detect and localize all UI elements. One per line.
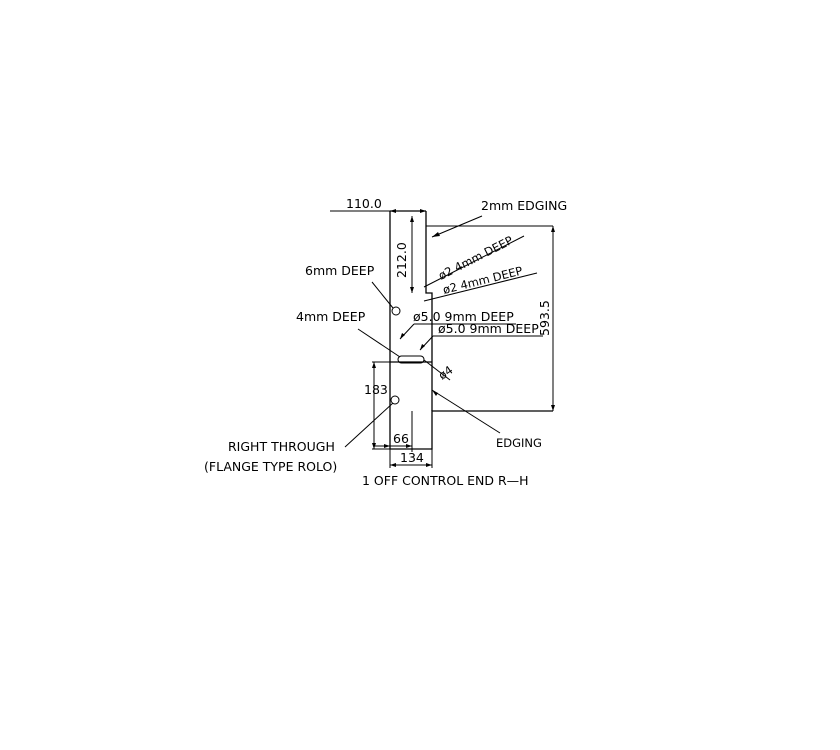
- hole-callout-4: ø5.0 9mm DEEP: [419, 321, 543, 351]
- dim-134-label: 134: [400, 450, 424, 465]
- dim-593-label: 593.5: [537, 300, 552, 336]
- hole3-label: ø5.0 9mm DEEP: [413, 309, 514, 324]
- phi4-label: ø4: [436, 363, 456, 383]
- dim-66: 66: [373, 411, 413, 452]
- four-deep-label: 4mm DEEP: [296, 309, 366, 324]
- dim-110-label: 110.0: [346, 196, 382, 211]
- dim-593: 593.5: [537, 226, 555, 411]
- edging-callout: EDGING: [431, 389, 542, 450]
- dim-110: 110.0: [330, 196, 426, 213]
- dim-212-label: 212.0: [394, 242, 409, 278]
- lower-hole: [390, 395, 400, 405]
- phi4-callout: ø4: [423, 359, 456, 383]
- dim-134: 134: [389, 449, 433, 468]
- edging-2mm-label: 2mm EDGING: [481, 198, 567, 213]
- six-deep-callout: 6mm DEEP: [305, 263, 401, 316]
- flange-label: (FLANGE TYPE ROLO): [204, 459, 337, 474]
- hole4-label: ø5.0 9mm DEEP: [438, 321, 539, 336]
- dim-66-label: 66: [393, 431, 409, 446]
- edging-label: EDGING: [496, 436, 542, 450]
- dim-183: 183: [364, 361, 390, 450]
- four-deep-callout: 4mm DEEP: [296, 309, 425, 364]
- edging-2mm-callout: 2mm EDGING: [431, 198, 567, 238]
- hole-callout-3: ø5.0 9mm DEEP: [399, 309, 516, 340]
- right-through-callout: RIGHT THROUGH (FLANGE TYPE ROLO): [204, 402, 394, 474]
- right-through-label: RIGHT THROUGH: [228, 439, 335, 454]
- drawing-title: 1 OFF CONTROL END R—H: [362, 473, 529, 488]
- six-deep-label: 6mm DEEP: [305, 263, 375, 278]
- dim-212: 212.0: [394, 216, 414, 293]
- dim-183-label: 183: [364, 382, 388, 397]
